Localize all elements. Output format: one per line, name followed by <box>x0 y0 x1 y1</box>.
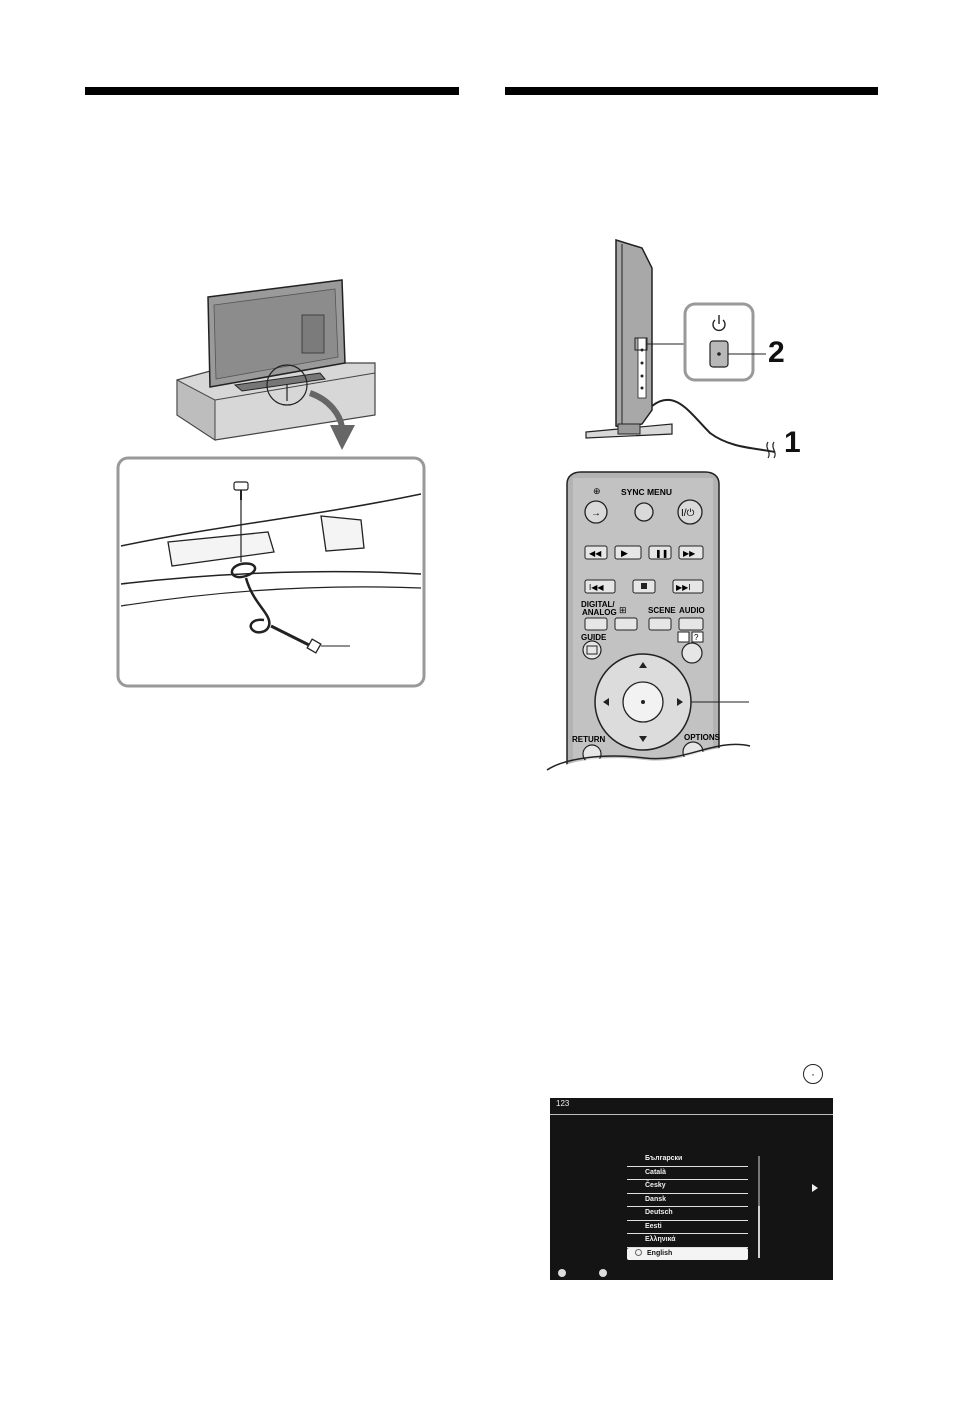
svg-text:▶▶I: ▶▶I <box>676 583 691 592</box>
help-icon <box>691 631 704 643</box>
svg-text:⊞: ⊞ <box>619 605 627 615</box>
menu-scrollbar[interactable] <box>758 1156 760 1258</box>
language-list[interactable]: Български Català Česky Dansk Deutsch Ees… <box>627 1153 748 1260</box>
screw-icon <box>233 481 249 500</box>
navigate-icon <box>558 1269 566 1277</box>
guide-label: GUIDE <box>581 633 607 642</box>
svg-text:◀◀: ◀◀ <box>589 549 602 558</box>
audio-label: AUDIO <box>679 606 705 615</box>
scene-button[interactable] <box>648 617 672 631</box>
power-button[interactable] <box>677 499 703 525</box>
language-option-selected[interactable]: English <box>627 1247 748 1260</box>
language-option[interactable]: Català <box>627 1167 748 1180</box>
digital-analog-button[interactable] <box>584 617 608 631</box>
language-option[interactable]: Dansk <box>627 1194 748 1207</box>
tv-side-illustration <box>585 238 776 459</box>
language-option[interactable]: Ελληνικά <box>627 1234 748 1248</box>
svg-text:I◀◀: I◀◀ <box>589 583 604 592</box>
radio-icon <box>635 1249 642 1257</box>
sync-menu-label: SYNC MENU <box>621 487 672 497</box>
audio-button[interactable] <box>678 617 704 631</box>
scene-label: SCENE <box>648 606 676 615</box>
enter-button-icon: · <box>803 1064 823 1084</box>
pause-icon: ❚❚ <box>655 549 668 558</box>
digital-analog-label: DIGITAL/ <box>581 600 615 609</box>
remote-control-illustration: ⊕ → SYNC MENU I/⏻ ◀◀ ▶ ❚❚ ▶▶ I◀◀ ▶▶I DIG… <box>546 471 765 774</box>
language-option[interactable]: Deutsch <box>627 1207 748 1221</box>
svg-text:→: → <box>591 508 601 519</box>
language-option[interactable]: Български <box>627 1153 748 1167</box>
right-section-rule <box>505 87 878 95</box>
guide-icon <box>586 645 598 655</box>
input-icon: ⊕ <box>593 486 601 496</box>
svg-text:I/⏻: I/⏻ <box>681 508 695 519</box>
svg-text:▶▶: ▶▶ <box>683 549 696 558</box>
callout-power-cord: 1 <box>784 426 801 459</box>
svg-text:?: ? <box>694 633 699 642</box>
guide-button[interactable] <box>582 640 602 660</box>
setup-icon: 123 <box>556 1099 570 1108</box>
right-arrow-icon <box>812 1184 818 1192</box>
wide-button[interactable] <box>614 617 638 631</box>
menu-top-bar: 123 <box>550 1098 833 1115</box>
language-option[interactable]: Česky <box>627 1180 748 1194</box>
info-icon <box>677 631 690 643</box>
language-menu-screen: 123 Български Català Česky Dansk Deutsch… <box>550 1098 833 1280</box>
stop-icon <box>641 583 647 589</box>
options-label: OPTIONS <box>684 733 721 742</box>
left-section-rule <box>85 87 459 95</box>
sync-menu-button[interactable] <box>634 502 654 522</box>
tv-stand-illustration <box>176 279 376 450</box>
language-option[interactable]: Eesti <box>627 1221 748 1234</box>
play-icon: ▶ <box>621 548 628 558</box>
return-label: RETURN <box>572 735 606 744</box>
return-icon <box>599 1269 607 1277</box>
strap-detail-illustration <box>116 456 426 688</box>
callout-power-button: 2 <box>768 336 785 369</box>
power-symbol-icon <box>712 315 726 332</box>
svg-text:ANALOG: ANALOG <box>582 608 617 617</box>
